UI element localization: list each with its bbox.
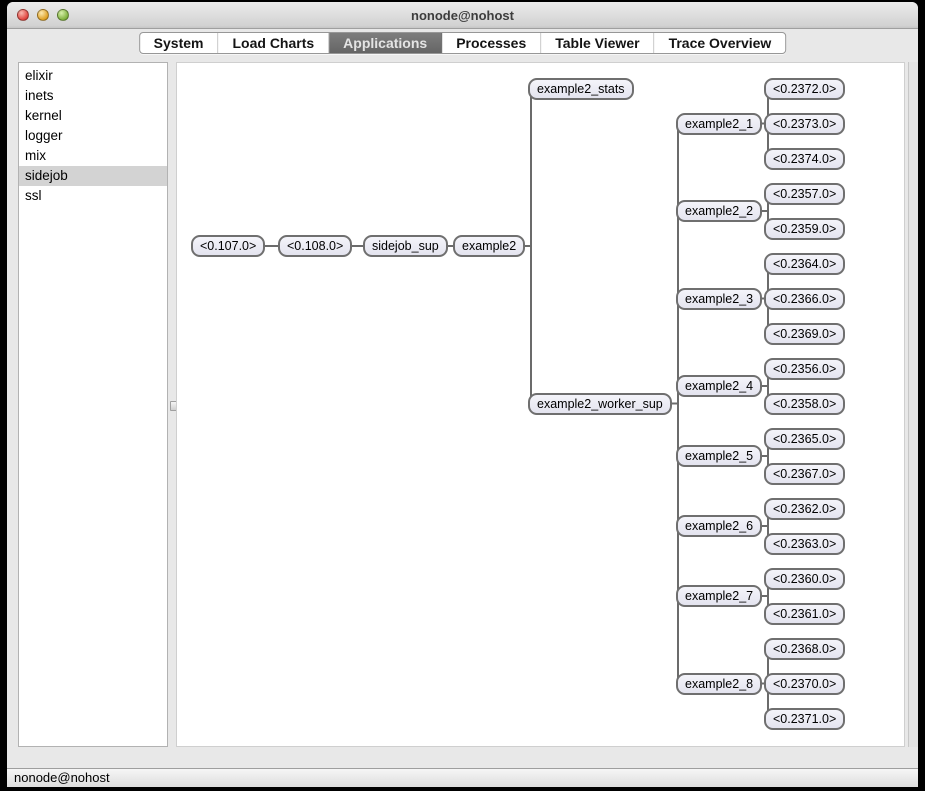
tree-node-example2_7[interactable]: example2_7 [676,585,763,607]
tree-node-023640[interactable]: <0.2364.0> [764,252,846,275]
close-button[interactable] [17,9,29,21]
tree-node-023660[interactable]: <0.2366.0> [764,287,846,310]
status-node-name: nonode@nohost [14,770,110,785]
tree-node-example2_4[interactable]: example2_4 [676,375,763,397]
window-controls [17,9,69,21]
tree-node-example2_8[interactable]: example2_8 [676,672,763,695]
tree-node-example2_6[interactable]: example2_6 [676,515,763,537]
tab-trace-overview[interactable]: Trace Overview [668,35,772,51]
tree-node-023580[interactable]: <0.2358.0> [764,392,846,415]
tree-node-01080[interactable]: <0.108.0> [278,235,353,257]
tree-node-example2_stats[interactable]: example2_stats [528,77,634,100]
tree-node-023610[interactable]: <0.2361.0> [764,602,846,625]
tree-node-023620[interactable]: <0.2362.0> [764,497,846,520]
title-bar[interactable]: nonode@nohost [7,2,918,29]
tree-node-example2_5[interactable]: example2_5 [676,445,763,467]
tree-node-023700[interactable]: <0.2370.0> [764,672,846,695]
tree-node-example2_1[interactable]: example2_1 [676,112,763,135]
sidebar-item-kernel[interactable]: kernel [25,108,62,123]
tree-node-example2[interactable]: example2 [453,235,526,257]
tree-node-example2_worker_sup[interactable]: example2_worker_sup [528,392,672,415]
tree-node-023690[interactable]: <0.2369.0> [764,322,846,345]
tree-node-sidejob_sup[interactable]: sidejob_sup [363,235,448,257]
tree-node-023570[interactable]: <0.2357.0> [764,182,846,205]
tree-node-01070[interactable]: <0.107.0> [191,235,266,257]
tree-node-023630[interactable]: <0.2363.0> [764,532,846,555]
zoom-button[interactable] [57,9,69,21]
tree-node-example2_3[interactable]: example2_3 [676,287,763,310]
sidebar-item-sidejob[interactable]: sidejob [19,166,167,186]
sidebar-item-inets[interactable]: inets [25,88,54,103]
vertical-scrollbar[interactable] [908,62,918,747]
tree-node-023740[interactable]: <0.2374.0> [764,147,846,170]
tree-node-023680[interactable]: <0.2368.0> [764,637,846,660]
window-title: nonode@nohost [411,8,514,23]
minimize-button[interactable] [37,9,49,21]
tree-node-023650[interactable]: <0.2365.0> [764,427,846,450]
tree-node-023590[interactable]: <0.2359.0> [764,217,846,240]
sidebar-item-ssl[interactable]: ssl [25,188,42,203]
tab-load-charts[interactable]: Load Charts [218,33,330,53]
tab-system[interactable]: System [140,33,219,53]
tab-processes[interactable]: Processes [442,33,542,53]
tree-node-023670[interactable]: <0.2367.0> [764,462,846,485]
sidebar-item-logger[interactable]: logger [25,128,63,143]
tree-node-023600[interactable]: <0.2360.0> [764,567,846,590]
content-area: elixir inets kernel logger mix sidejob ssl <0.… [7,62,918,749]
tree-node-example2_2[interactable]: example2_2 [676,200,763,222]
tree-node-023730[interactable]: <0.2373.0> [764,112,846,135]
tab-applications[interactable]: Applications [329,33,443,53]
sidebar-item-mix[interactable]: mix [25,148,46,163]
status-bar: nonode@nohost [7,768,918,787]
sidebar-item-elixir[interactable]: elixir [25,68,53,83]
tree-node-023560[interactable]: <0.2356.0> [764,357,846,380]
application-list[interactable]: elixir inets kernel logger mix sidejob ssl [18,62,168,747]
tree-node-023710[interactable]: <0.2371.0> [764,707,846,730]
tab-table-viewer[interactable]: Table Viewer [541,33,655,53]
tree-node-023720[interactable]: <0.2372.0> [764,77,846,100]
